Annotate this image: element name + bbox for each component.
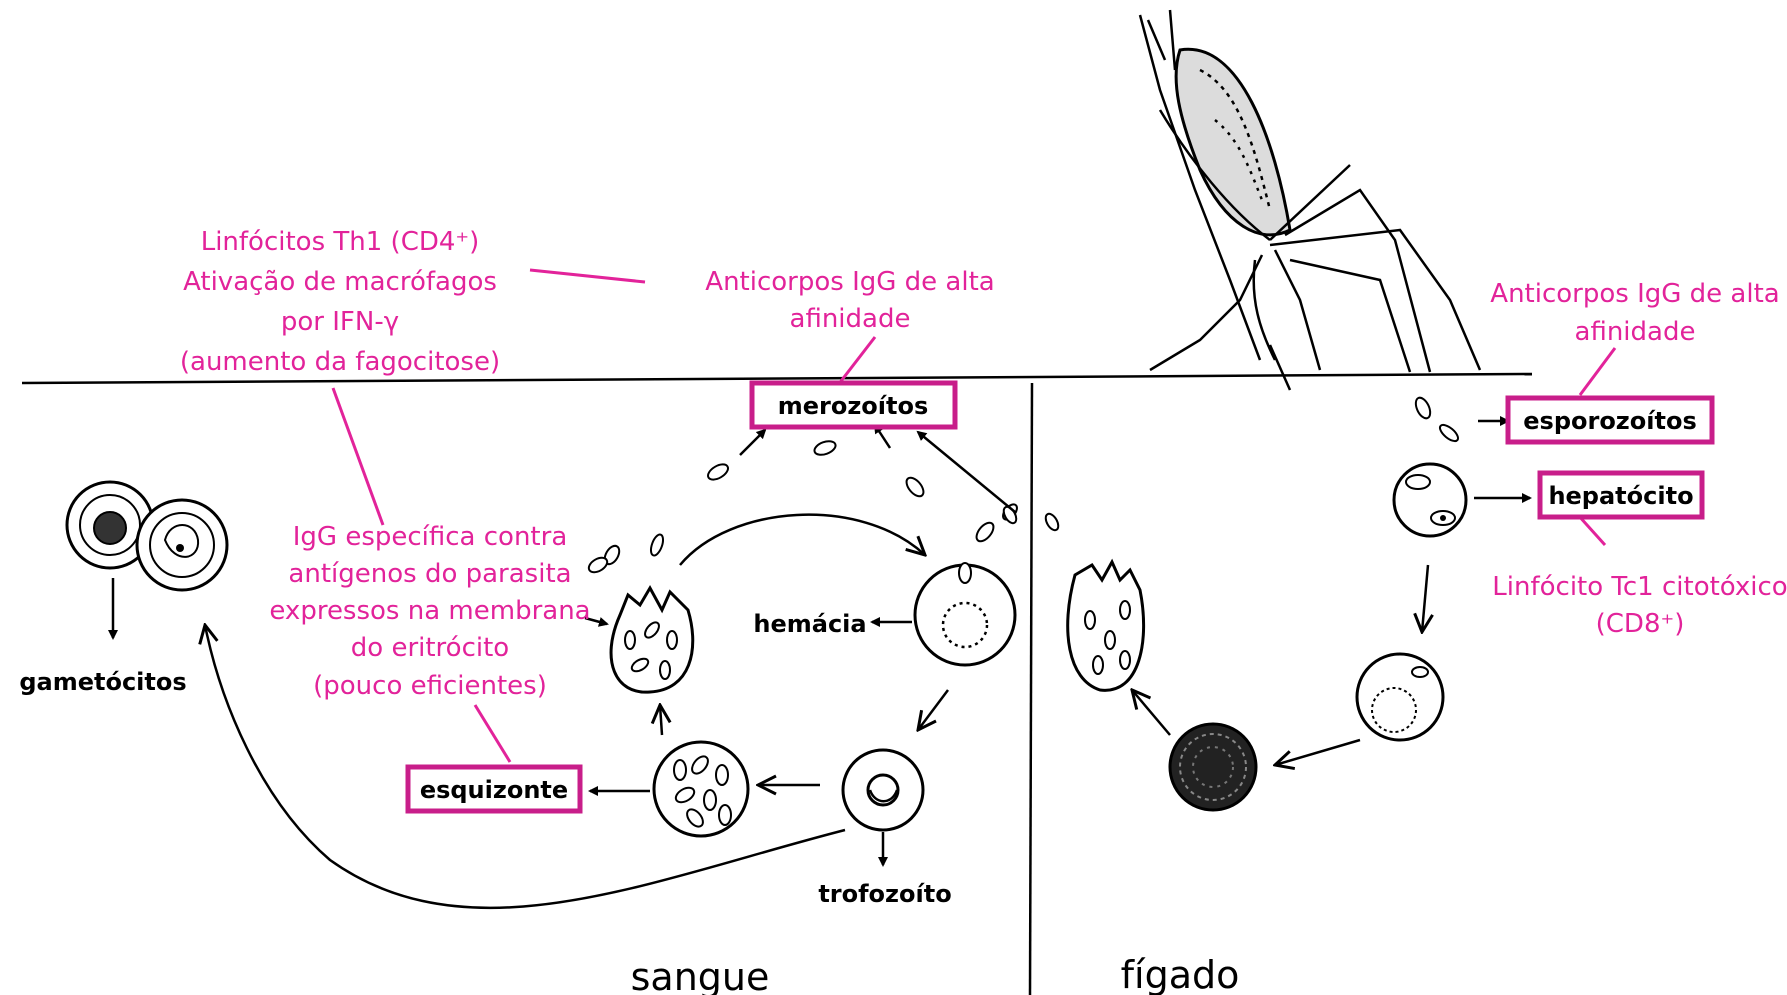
annotation-igg-specific-line-2: antígenos do parasita: [288, 559, 571, 589]
annotation-igg-blood: Anticorpos IgG de alta afinidade: [705, 267, 994, 334]
label-hemacia: hemácia: [753, 610, 866, 638]
label-trofozoito: trofozoíto: [818, 880, 951, 908]
red-blood-cell-invaded: [915, 563, 1015, 665]
sporozoites-entering: [1413, 395, 1461, 443]
label-merozoitos: merozoítos: [752, 383, 955, 427]
annotation-igg-liver-line-1: Anticorpos IgG de alta: [1490, 279, 1779, 309]
pointer-th1-down: [333, 388, 383, 525]
annotation-th1-line-2: Ativação de macrófagos: [183, 267, 497, 297]
annotation-th1-line-3: por IFN-γ: [281, 307, 399, 337]
arrow-to-merozoitos-3: [918, 432, 1015, 512]
label-gametocitos: gametócitos: [19, 668, 186, 696]
label-merozoitos-text: merozoítos: [778, 392, 929, 420]
annotation-igg-blood-line-1: Anticorpos IgG de alta: [705, 267, 994, 297]
region-blood-title: sangue: [631, 955, 770, 995]
pointer-igg-esporozoitos: [1580, 348, 1615, 395]
annotation-igg-liver-line-2: afinidade: [1575, 317, 1696, 347]
annotation-th1-line-4: (aumento da fagocitose): [180, 347, 500, 377]
mosquito-drawing: [1140, 10, 1480, 390]
annotation-th1-line-1: Linfócitos Th1 (CD4⁺): [201, 227, 480, 257]
annotation-tc1: Linfócito Tc1 citotóxico (CD8⁺): [1492, 572, 1787, 639]
pointer-th1: [530, 270, 645, 282]
annotation-igg-specific-line-1: IgG específica contra: [293, 522, 568, 552]
arrow-schizont-up: [660, 705, 662, 735]
annotation-th1: Linfócitos Th1 (CD4⁺) Ativação de macróf…: [180, 227, 500, 377]
arrow-invasion-arc: [680, 515, 925, 565]
label-hepatocito: hepatócito: [1540, 473, 1702, 517]
arrow-liver-3: [1132, 690, 1170, 735]
annotation-igg-liver: Anticorpos IgG de alta afinidade: [1490, 279, 1779, 347]
label-hepatocito-text: hepatócito: [1548, 482, 1693, 510]
arrow-blood-down: [918, 690, 948, 730]
hepatocyte-infected-1: [1394, 464, 1466, 536]
annotation-igg-specific-line-4: do eritrócito: [351, 633, 509, 663]
rupturing-schizont: [611, 588, 693, 692]
label-esquizonte-text: esquizonte: [420, 776, 568, 804]
arrow-liver-1: [1422, 565, 1428, 632]
annotation-tc1-line-2: (CD8⁺): [1596, 609, 1685, 639]
blood-liver-divider: [1030, 383, 1032, 995]
merozoites-scatter: [586, 439, 1018, 576]
label-esporozoitos-text: esporozoítos: [1523, 407, 1696, 435]
liver-schizont: [1170, 724, 1256, 810]
liver-merozoites-release: [1000, 502, 1143, 690]
blood-schizont: [654, 742, 748, 836]
region-liver-title: fígado: [1121, 953, 1240, 995]
arrow-to-merozoitos-1: [740, 430, 765, 455]
arrow-liver-2: [1275, 740, 1360, 765]
gametocytes-pair: [67, 482, 227, 590]
annotation-tc1-line-1: Linfócito Tc1 citotóxico: [1492, 572, 1787, 602]
trophozoite-cell: [843, 750, 923, 830]
annotation-igg-specific-line-3: expressos na membrana: [269, 596, 590, 626]
hepatocyte-infected-2: [1357, 654, 1443, 740]
annotation-igg-blood-line-2: afinidade: [790, 304, 911, 334]
annotation-igg-specific: IgG específica contra antígenos do paras…: [269, 522, 590, 701]
label-esporozoitos: esporozoítos: [1508, 398, 1712, 442]
label-esquizonte: esquizonte: [408, 767, 580, 811]
pointer-esquizonte: [475, 705, 510, 762]
annotation-igg-specific-line-5: (pouco eficientes): [313, 671, 547, 701]
